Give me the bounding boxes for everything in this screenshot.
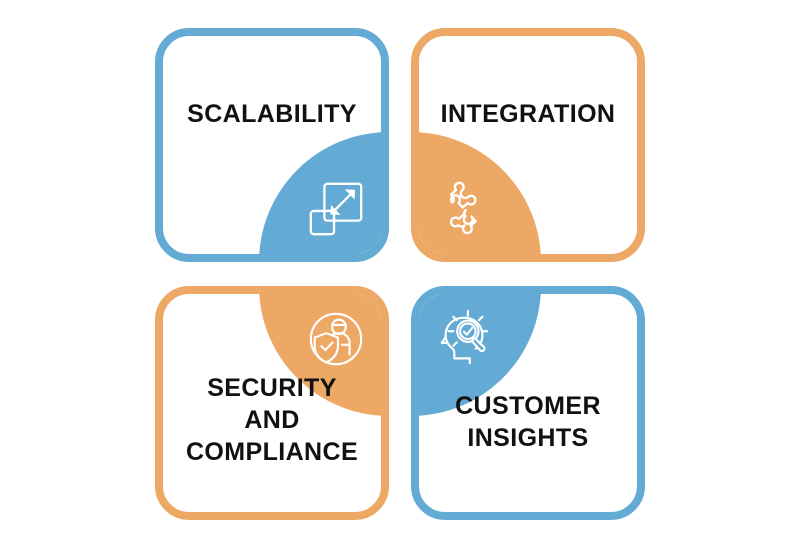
quadrant-grid: SCALABILITY INTEGRATION xyxy=(155,28,645,520)
head-magnifier-check-icon xyxy=(433,308,495,370)
card-label-security-and-compliance: SECURITY AND COMPLIANCE xyxy=(185,374,359,466)
card-label-integration: INTEGRATION xyxy=(440,100,616,128)
card-customer-insights[interactable]: CUSTOMER INSIGHTS xyxy=(411,286,645,520)
card-scalability[interactable]: SCALABILITY xyxy=(155,28,389,262)
card-security-and-compliance[interactable]: SECURITY AND COMPLIANCE xyxy=(155,286,389,520)
shield-person-check-icon xyxy=(305,308,367,370)
card-integration[interactable]: INTEGRATION xyxy=(411,28,645,262)
card-label-customer-insights: CUSTOMER INSIGHTS xyxy=(455,392,601,452)
card-label-scalability: SCALABILITY xyxy=(187,100,357,128)
puzzle-pieces-icon xyxy=(433,178,495,240)
resize-expand-icon xyxy=(305,178,367,240)
